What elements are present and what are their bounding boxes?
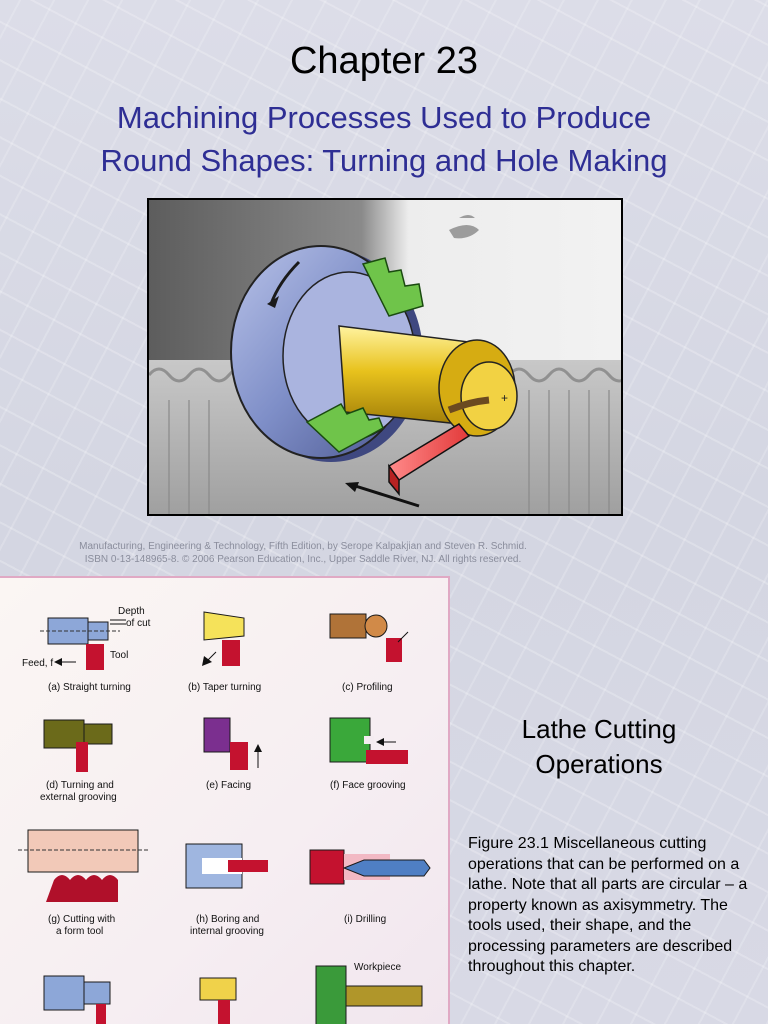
subtitle-line-2: Round Shapes: Turning and Hole Making: [100, 143, 668, 178]
lathe-operations-slide: Depth of cut Tool Feed, f (a) Straight t…: [0, 576, 768, 1024]
svg-text:+: +: [501, 391, 508, 405]
op-f-label: (f) Face grooving: [330, 780, 406, 791]
op-d-grooving: (d) Turning and external grooving: [40, 719, 117, 803]
feed-label: Feed, f: [22, 658, 53, 669]
op-i-label: (i) Drilling: [344, 914, 386, 925]
op-h-boring: (h) Boring and internal grooving: [185, 843, 268, 937]
op-h-label-2: internal grooving: [190, 926, 264, 937]
chapter-subtitle: Machining Processes Used to Produce Roun…: [20, 96, 748, 182]
workpiece-label: Workpiece: [354, 962, 401, 973]
section-title-line-1: Lathe Cutting: [521, 714, 677, 744]
copyright-credit: Manufacturing, Engineering & Technology,…: [0, 540, 606, 566]
op-c-label: (c) Profiling: [342, 682, 393, 693]
title-slide: Chapter 23 Machining Processes Used to P…: [0, 40, 748, 566]
lathe-chuck-svg: +: [149, 200, 621, 514]
op-g-label-2: a form tool: [56, 926, 103, 937]
op-b-label: (b) Taper turning: [188, 682, 261, 693]
figure-caption: Figure 23.1 Miscellaneous cutting operat…: [468, 835, 748, 975]
op-i-drilling: (i) Drilling: [309, 849, 431, 925]
op-g-form-tool: (g) Cutting with a form tool: [18, 829, 148, 937]
op-d-label-2: external grooving: [40, 792, 117, 803]
op-a-straight-turning: Depth of cut Tool Feed, f (a) Straight t…: [22, 606, 151, 693]
op-d-label-1: (d) Turning and: [46, 780, 114, 791]
subtitle-line-1: Machining Processes Used to Produce: [116, 100, 652, 135]
op-bottom-row: Workpiece: [43, 962, 423, 1024]
op-e-facing: (e) Facing: [203, 717, 262, 791]
depth-of-cut-label-1: Depth: [118, 606, 145, 617]
op-b-taper-turning: (b) Taper turning: [188, 611, 261, 693]
credit-line-2: ISBN 0-13-148965-8. © 2006 Pearson Educa…: [84, 554, 522, 565]
tool-label: Tool: [110, 650, 128, 661]
section-title: Lathe Cutting Operations: [470, 712, 728, 782]
cutting-operations-figure: Depth of cut Tool Feed, f (a) Straight t…: [0, 576, 450, 1024]
lathe-chuck-illustration: +: [147, 198, 623, 516]
chapter-title: Chapter 23: [289, 40, 478, 82]
section-title-line-2: Operations: [535, 749, 663, 779]
cutting-operations-svg: Depth of cut Tool Feed, f (a) Straight t…: [18, 606, 431, 1024]
op-h-label-1: (h) Boring and: [196, 914, 259, 925]
credit-line-1: Manufacturing, Engineering & Technology,…: [79, 541, 527, 552]
op-a-label: (a) Straight turning: [48, 682, 131, 693]
op-e-label: (e) Facing: [206, 780, 251, 791]
op-g-label-1: (g) Cutting with: [48, 914, 115, 925]
op-f-face-grooving: (f) Face grooving: [329, 717, 408, 791]
op-c-profiling: (c) Profiling: [329, 613, 409, 693]
depth-of-cut-label-2: of cut: [126, 618, 151, 629]
